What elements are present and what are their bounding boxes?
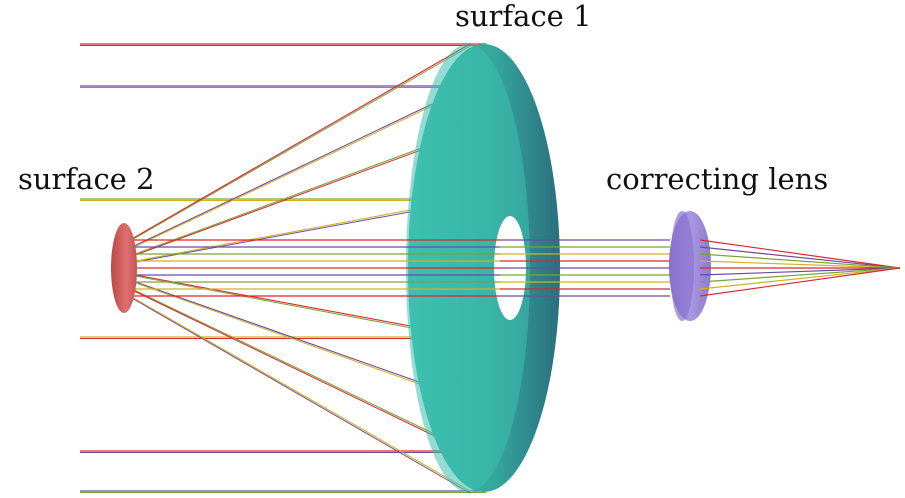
focused-ray <box>699 253 901 269</box>
focused-ray <box>699 246 901 269</box>
light-rays-focused <box>128 239 670 297</box>
focused-ray <box>699 239 901 269</box>
reflected-ray <box>129 87 471 250</box>
reflected-ray <box>129 295 471 492</box>
reflected-ray <box>129 287 471 452</box>
surface-2-secondary-mirror <box>111 223 137 313</box>
reflected-ray <box>129 279 471 401</box>
surface-1-label: surface 1 <box>455 0 592 33</box>
reflected-ray <box>129 85 471 249</box>
light-rays-incoming <box>80 43 486 494</box>
focused-ray <box>699 267 901 276</box>
light-rays-to-focus <box>699 239 901 297</box>
reflected-ray <box>129 280 471 403</box>
surface-2-label: surface 2 <box>18 162 155 196</box>
reflected-ray <box>129 45 471 242</box>
focused-ray <box>699 260 901 269</box>
reflected-ray <box>129 43 471 241</box>
correcting-lens-label: correcting lens <box>606 162 829 196</box>
correcting-lens <box>669 211 711 321</box>
focused-ray <box>699 267 901 290</box>
reflected-ray <box>129 129 471 257</box>
focused-ray <box>699 267 901 283</box>
reflected-ray <box>129 288 471 454</box>
reflected-ray <box>129 131 471 258</box>
reflected-ray <box>129 296 471 494</box>
focused-ray <box>699 267 901 297</box>
